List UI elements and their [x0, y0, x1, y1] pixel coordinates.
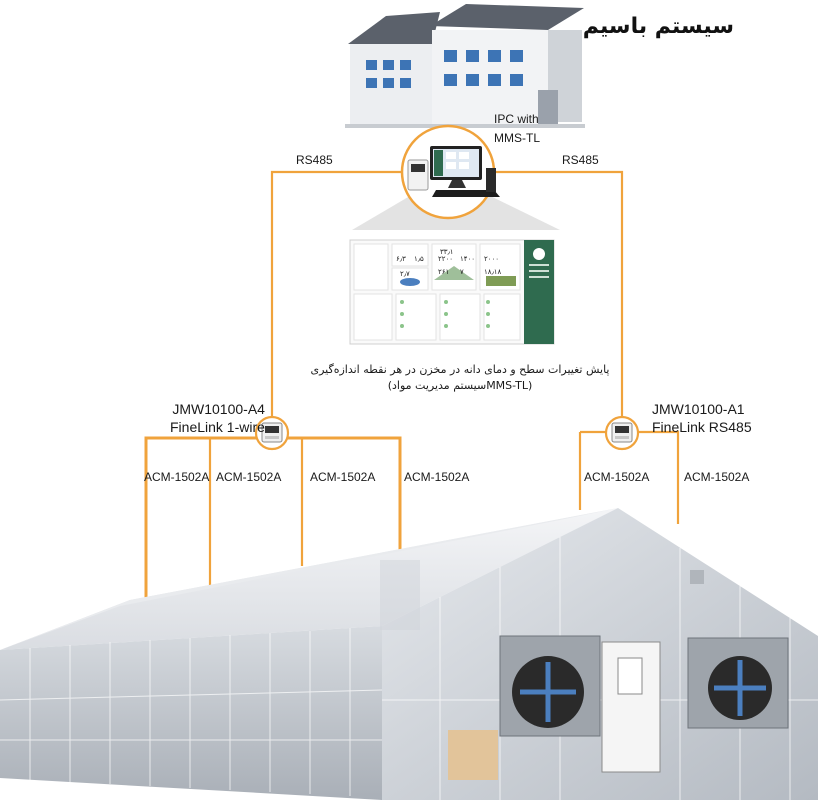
- software-screenshot: [349, 239, 555, 345]
- greenhouse-image: [0, 508, 818, 800]
- left-device-label: JMW10100-A4 FineLink 1-wire: [170, 400, 265, 436]
- caption-line2: (MMS-TLسیستم مدیریت مواد): [387, 379, 533, 392]
- screen-tile-value: ۳۳٫۱: [440, 248, 454, 256]
- sensor-label: ACM-1502A: [584, 470, 650, 484]
- finelink-1wire-device-icon: [254, 415, 290, 451]
- screenshot-caption: پایش تغییرات سطح و دمای دانه در مخزن در …: [300, 362, 620, 394]
- rs485-right-label: RS485: [562, 153, 599, 167]
- right-device-model: JMW10100-A1: [652, 401, 745, 417]
- left-device-name: FineLink 1-wire: [170, 419, 265, 435]
- sensor-label: ACM-1502A: [144, 470, 210, 484]
- building-icon: [345, 4, 585, 128]
- right-device-name: FineLink RS485: [652, 419, 752, 435]
- rs485-left-wire: [270, 170, 404, 418]
- screen-tile-value: ۲۶۱: [438, 268, 450, 276]
- ipc-label: IPC with MMS-TL: [494, 110, 540, 148]
- screen-tile-value: ۱۴۰۰: [460, 255, 476, 263]
- screen-tile-value: ۷: [460, 268, 464, 276]
- screen-tile-value: ۱٫۵: [414, 255, 424, 263]
- screen-tile-value: ۲٫۷: [400, 270, 410, 278]
- caption-line1: پایش تغییرات سطح و دمای دانه در مخزن در …: [310, 363, 610, 376]
- right-device-label: JMW10100-A1 FineLink RS485: [652, 400, 752, 436]
- sensor-label: ACM-1502A: [310, 470, 376, 484]
- finelink-rs485-device-icon: [604, 415, 640, 451]
- rs485-left-label: RS485: [296, 153, 333, 167]
- sensor-label: ACM-1502A: [404, 470, 470, 484]
- sensor-label: ACM-1502A: [216, 470, 282, 484]
- screen-tile-value: ۱۸٫۱۸: [484, 268, 502, 276]
- ipc-label-line2: MMS-TL: [494, 131, 540, 145]
- screen-tile-value: ۲۰۰۰: [484, 255, 500, 263]
- screen-tile-value: ۲۲۰۰: [438, 255, 454, 263]
- ipc-label-line1: IPC with: [494, 112, 539, 126]
- sensor-label: ACM-1502A: [684, 470, 750, 484]
- ipc-computer-icon: [352, 124, 560, 230]
- rs485-right-wire: [492, 170, 624, 418]
- left-device-model: JMW10100-A4: [172, 401, 265, 417]
- screen-tile-value: ۶٫۳: [396, 255, 406, 263]
- page-title: سیستم باسیم: [582, 14, 734, 39]
